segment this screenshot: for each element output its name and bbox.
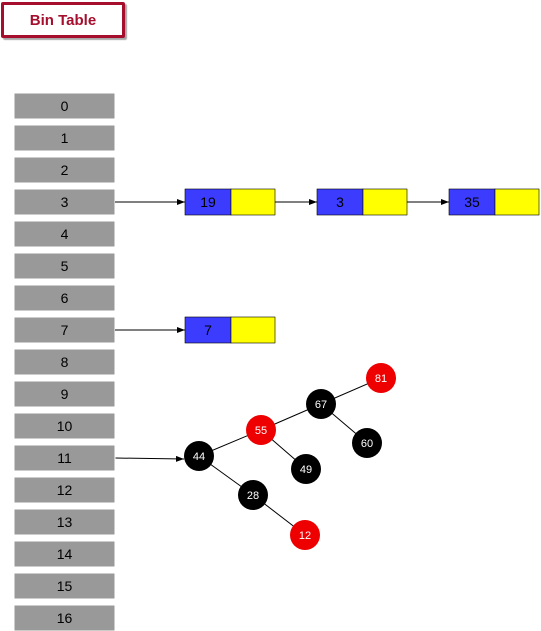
bin-label: 15 [57,578,73,594]
bin-7: 7 [13,316,116,344]
bin-14: 14 [13,540,116,568]
bin-cell [13,540,116,568]
tree-node-55: 55 [246,415,276,445]
tree-node-28: 28 [238,480,268,510]
bin-label: 12 [57,482,73,498]
node-key-label: 7 [204,322,212,338]
bin-label: 11 [57,450,72,466]
bin-0: 0 [13,92,116,120]
node-key-label: 35 [464,194,480,210]
bin-cell [13,380,116,408]
bin-15: 15 [13,572,116,600]
tree-node-circle [246,415,276,445]
tree-node-label: 60 [361,438,373,450]
chain-node-19: 19 [115,188,276,216]
bin-cell [13,604,116,631]
tree-node-label: 49 [300,464,312,476]
bin-label: 5 [61,258,69,274]
bin-cell [13,572,116,600]
tree-layer: 44 55 67 81 60 49 28 12 [184,363,396,550]
bin-cell [13,444,116,472]
bin-cell [13,188,116,216]
bin-1: 1 [13,124,116,152]
bin-label: 2 [61,162,69,178]
bin-label: 8 [61,354,69,370]
bin-5: 5 [13,252,116,280]
bin-label: 4 [61,226,69,242]
chain-node-3: 3 [275,188,408,216]
tree-node-circle [366,363,396,393]
bin-label: 0 [61,98,69,114]
tree-node-label: 81 [375,373,387,385]
bin-label: 16 [57,610,73,626]
bin-table-title: Bin Table [1,2,125,38]
bin-8: 8 [13,348,116,376]
bin-cell [13,156,116,184]
bin-12: 12 [13,476,116,504]
tree-node-12: 12 [290,520,320,550]
tree-node-60: 60 [352,428,382,458]
node-key-cell [184,188,232,216]
bin-label: 7 [61,322,69,338]
tree-node-circle [238,480,268,510]
tree-node-81: 81 [366,363,396,393]
node-value-cell [494,188,540,216]
bin-cell [13,476,116,504]
tree-node-label: 44 [193,451,205,463]
bin-cell [13,124,116,152]
bin-4: 4 [13,220,116,248]
bin-label: 13 [57,514,73,530]
tree-root-arrow [114,455,185,462]
tree-node-label: 55 [255,425,267,437]
node-value-cell [230,188,276,216]
bin-2: 2 [13,156,116,184]
bin-cell [13,348,116,376]
bin-cell [13,284,116,312]
bin-label: 1 [61,130,69,146]
node-key-label: 19 [200,194,216,210]
chain-node-35: 35 [407,188,540,216]
bin-cell [13,252,116,280]
tree-node-circle [184,441,214,471]
bin-16: 16 [13,604,116,631]
tree-node-circle [290,520,320,550]
bin-label: 10 [57,418,73,434]
node-key-cell [316,188,364,216]
tree-node-49: 49 [291,454,321,484]
tree-node-67: 67 [306,389,336,419]
bin-cell [13,92,116,120]
bin-3: 3 [13,188,116,216]
tree-node-label: 28 [247,490,259,502]
bin-label: 14 [57,546,73,562]
bin-cell [13,412,116,440]
tree-node-circle [291,454,321,484]
bin-cell [13,508,116,536]
bin-13: 13 [13,508,116,536]
node-key-cell [448,188,496,216]
chains-layer: 19 3 35 7 [115,188,540,344]
tree-node-label: 67 [315,399,327,411]
node-value-cell [362,188,408,216]
bin-cell [13,220,116,248]
tree-node-circle [306,389,336,419]
tree-node-44: 44 [184,441,214,471]
bin-10: 10 [13,412,116,440]
node-key-label: 3 [336,194,344,210]
node-value-cell [230,316,276,344]
bin-9: 9 [13,380,116,408]
tree-node-label: 12 [299,530,311,542]
bin-11: 11 [13,444,116,472]
bin-6: 6 [13,284,116,312]
edges-layer [114,377,382,536]
tree-node-circle [352,428,382,458]
bin-label: 9 [61,386,69,402]
bin-label: 3 [61,194,69,210]
chain-node-7: 7 [115,316,276,344]
bin-label: 6 [61,290,69,306]
node-key-cell [184,316,232,344]
